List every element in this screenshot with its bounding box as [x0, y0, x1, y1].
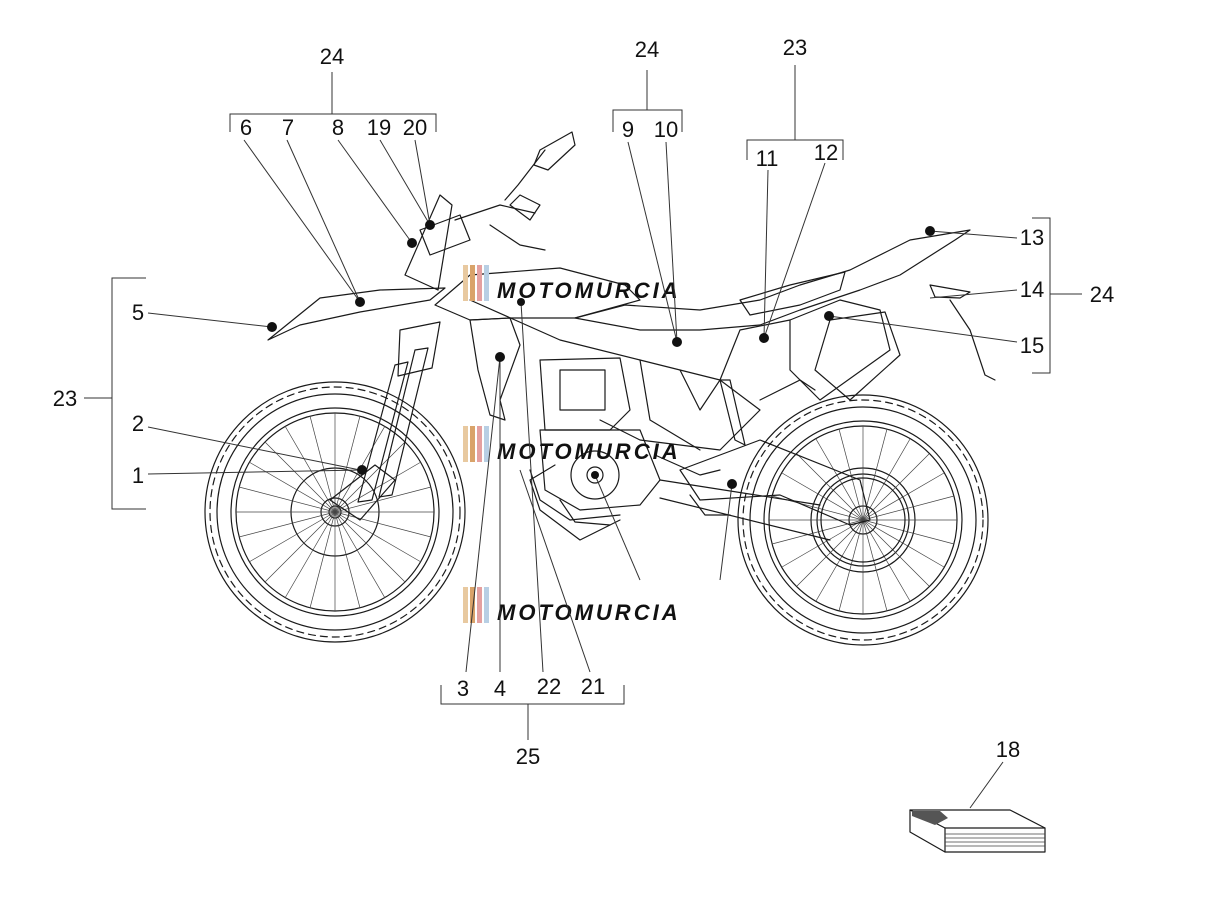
callout-6: 6 — [240, 115, 252, 140]
callout-labels: 24 24 23 23 24 25 6 7 8 19 20 9 10 11 12… — [53, 35, 1114, 769]
watermarks: MOTOMURCIA MOTOMURCIA MOTOMURCIA — [463, 265, 681, 625]
callout-10: 10 — [654, 117, 678, 142]
callout-8: 8 — [332, 115, 344, 140]
frame — [469, 299, 791, 451]
callout-18: 18 — [996, 737, 1020, 762]
leader-dot — [407, 238, 417, 248]
rear-wheel — [737, 394, 989, 646]
callout-14: 14 — [1020, 277, 1044, 302]
front-spokes — [236, 413, 434, 611]
swingarm — [659, 439, 906, 563]
engine — [529, 357, 721, 526]
leader-dot — [517, 298, 525, 306]
exhaust — [529, 311, 901, 541]
leader-dots — [267, 220, 935, 489]
rear-shock — [719, 379, 746, 446]
leader-dot — [495, 352, 505, 362]
group-brackets — [84, 65, 1082, 740]
leader-dot — [925, 226, 935, 236]
rear-spokes — [769, 426, 957, 614]
leader-dot — [759, 333, 769, 343]
leader-dot — [355, 297, 365, 307]
handlebar-mirror — [454, 131, 576, 251]
callout-15: 15 — [1020, 333, 1044, 358]
group-label-25-bottom: 25 — [516, 744, 540, 769]
leader-dot — [824, 311, 834, 321]
callout-13: 13 — [1020, 225, 1044, 250]
callout-2: 2 — [132, 411, 144, 436]
callout-1: 1 — [132, 463, 144, 488]
callout-5: 5 — [132, 300, 144, 325]
leader-dot — [727, 479, 737, 489]
bodywork — [434, 229, 996, 421]
callout-11: 11 — [756, 146, 779, 171]
front-fender — [267, 287, 446, 341]
callout-9: 9 — [622, 117, 634, 142]
leader-lines — [147, 139, 1018, 809]
front-wheel — [204, 381, 466, 643]
group-label-24-top-mid: 24 — [635, 37, 659, 62]
callout-4: 4 — [494, 676, 506, 701]
group-label-24-top-left: 24 — [320, 44, 344, 69]
leader-dot — [425, 220, 435, 230]
group-label-23-top-right: 23 — [783, 35, 807, 60]
front-fork — [329, 194, 471, 521]
callout-19: 19 — [367, 115, 391, 140]
watermark-2: MOTOMURCIA — [463, 426, 681, 464]
watermark-text: MOTOMURCIA — [497, 600, 681, 625]
callout-22: 22 — [537, 674, 561, 699]
group-label-23-left: 23 — [53, 386, 77, 411]
leader-dot — [357, 465, 367, 475]
callout-3: 3 — [457, 676, 469, 701]
callout-21: 21 — [581, 674, 605, 699]
leader-dot — [591, 471, 599, 479]
watermark-1: MOTOMURCIA — [463, 265, 681, 303]
owners-manual-booklet — [909, 809, 1046, 853]
callout-20: 20 — [403, 115, 427, 140]
leader-dot — [672, 337, 682, 347]
group-label-24-right: 24 — [1090, 282, 1114, 307]
watermark-text: MOTOMURCIA — [497, 439, 681, 464]
watermark-3: MOTOMURCIA — [463, 587, 681, 625]
leader-dot — [267, 322, 277, 332]
callout-12: 12 — [814, 140, 838, 165]
motorcycle-drawing — [204, 131, 996, 646]
watermark-text: MOTOMURCIA — [497, 278, 681, 303]
callout-7: 7 — [282, 115, 294, 140]
